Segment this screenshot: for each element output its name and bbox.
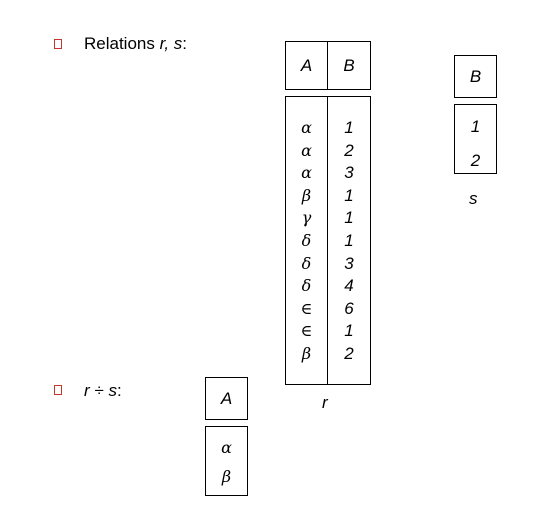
relation-r-cell-b: 2 [344,140,354,160]
relation-r-header-a: A [300,55,313,75]
division-heading-suffix: : [116,381,122,400]
result-body: α β [205,426,248,496]
relation-r-cell-a: α [301,140,312,160]
relation-r-body: α α α β γ δ δ δ ∈ ∈ β 1 2 3 1 1 1 3 4 6 … [285,96,371,385]
relation-r-cell-a: β [301,185,312,205]
relation-s-body: 1 2 [454,104,497,174]
relation-r-cell-a: ∈ [300,298,313,318]
relation-r-cell-b: 1 [344,230,354,250]
relation-r-header-b: B [343,55,355,75]
bullet-square-icon [54,39,62,49]
relation-r-cell-a: α [301,118,312,137]
relation-r-cell-b: 3 [344,253,354,273]
relation-r-cell-b: 1 [344,208,354,228]
relation-r-cell-a: δ [301,276,312,296]
result-column-a: α β [206,433,247,491]
relation-r-cell-a: δ [301,230,312,250]
relation-r-caption: r [322,393,328,412]
relation-r-column-a: α α α β γ δ δ δ ∈ ∈ β [286,117,327,366]
result-header-a: A [220,388,233,408]
relation-r-cell-b: 2 [344,343,354,363]
relation-s-cell-b: 2 [470,151,481,170]
relation-r-cell-b: 3 [344,163,354,183]
relation-r-cell-a: ∈ [300,321,313,341]
result-cell-a: β [221,467,232,486]
relation-r-cell-b: 1 [344,185,354,205]
relation-s-column-b: 1 2 [455,115,496,183]
relation-r-cell-a: α [301,163,312,183]
relation-s-cell-b: 1 [470,117,481,136]
relation-r-header: A B [285,41,371,90]
relation-r-cell-a: δ [301,253,312,273]
division-expression: r ÷ s [84,381,117,400]
relation-r-column-b: 1 2 3 1 1 1 3 4 6 1 2 [328,117,370,366]
relations-heading-separator: , [164,34,174,53]
relations-heading-suffix: : [182,34,188,53]
relation-r-cell-b: 1 [344,118,354,137]
relation-r-cell-b: 4 [344,276,354,296]
relation-r-cell-a: γ [301,208,312,228]
relation-s-caption: s [469,189,478,208]
bullet-square-icon [54,385,62,395]
relation-s-header: B [454,55,497,98]
division-heading: r ÷ s: [84,381,122,401]
relations-heading-r: r [159,34,165,53]
relations-heading-s: s [173,34,183,53]
column-divider [327,97,328,384]
relation-r-cell-b: 1 [344,321,354,341]
relations-heading-prefix: Relations [84,34,160,53]
result-header: A [205,377,248,420]
relation-s-header-b: B [469,66,482,86]
result-cell-a: α [221,438,232,457]
relation-r-cell-a: β [301,343,312,363]
relation-r-cell-b: 6 [344,298,354,318]
relations-heading: Relations r, s: [84,34,187,54]
column-divider [327,42,328,89]
